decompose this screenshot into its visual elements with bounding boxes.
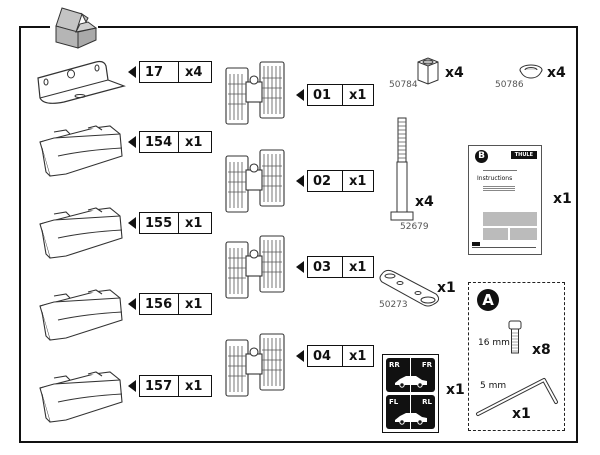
pointer-icon <box>296 89 304 101</box>
screw-qty: x8 <box>532 342 551 358</box>
pointer-icon <box>296 261 304 273</box>
car-icon <box>395 376 427 388</box>
kit-frame <box>19 26 578 443</box>
instruction-manual: B THULE Instructions <box>468 145 542 255</box>
position-sticker: RR FR FL RL <box>382 354 439 433</box>
washer-icon <box>519 64 543 79</box>
pointer-icon <box>296 175 304 187</box>
plate-qty: x1 <box>437 280 456 296</box>
manual-qty: x1 <box>553 191 572 207</box>
bolt-part-number: 52679 <box>400 222 429 232</box>
sticker-fl: FL <box>389 398 399 406</box>
foot-pad-157-icon <box>39 371 123 423</box>
nut-qty: x4 <box>445 65 464 81</box>
hex-key-icon <box>476 378 558 416</box>
bracket-17-icon <box>37 60 126 104</box>
kit-a-box <box>468 282 565 431</box>
clamp-02-icon <box>225 149 285 213</box>
nut-part-number: 50784 <box>389 80 418 90</box>
kit-a-badge: A <box>477 289 499 311</box>
sticker-rr: RR <box>389 361 400 369</box>
key-size: 5 mm <box>480 381 507 391</box>
screw-size: 16 mm <box>478 338 510 348</box>
bolt-icon <box>390 117 414 221</box>
pointer-icon <box>128 66 136 78</box>
sticker-qty: x1 <box>446 382 465 398</box>
manual-title: Instructions <box>477 175 513 182</box>
pointer-icon <box>128 136 136 148</box>
clamp-03-icon <box>225 235 285 299</box>
manual-brand-logo: THULE <box>510 151 537 159</box>
plate-part-number: 50273 <box>379 300 408 310</box>
plate-icon <box>379 269 440 307</box>
foot-pad-156-icon <box>39 289 123 341</box>
sticker-rl: RL <box>422 398 432 406</box>
car-icon <box>395 413 427 425</box>
pointer-icon <box>128 380 136 392</box>
package-box-icon <box>55 7 98 49</box>
screw-icon <box>508 320 522 354</box>
washer-part-number: 50786 <box>495 80 524 90</box>
pointer-icon <box>128 298 136 310</box>
key-qty: x1 <box>512 406 531 422</box>
pointer-icon <box>128 217 136 229</box>
bolt-qty: x4 <box>415 194 434 210</box>
pointer-icon <box>296 350 304 362</box>
clamp-04-icon <box>225 333 285 397</box>
foot-pad-155-icon <box>39 207 123 259</box>
sticker-fr: FR <box>421 361 432 369</box>
foot-pad-154-icon <box>39 125 123 177</box>
washer-qty: x4 <box>547 65 566 81</box>
clamp-01-icon <box>225 61 285 125</box>
manual-badge-b: B <box>475 150 488 163</box>
nut-icon <box>417 57 439 85</box>
